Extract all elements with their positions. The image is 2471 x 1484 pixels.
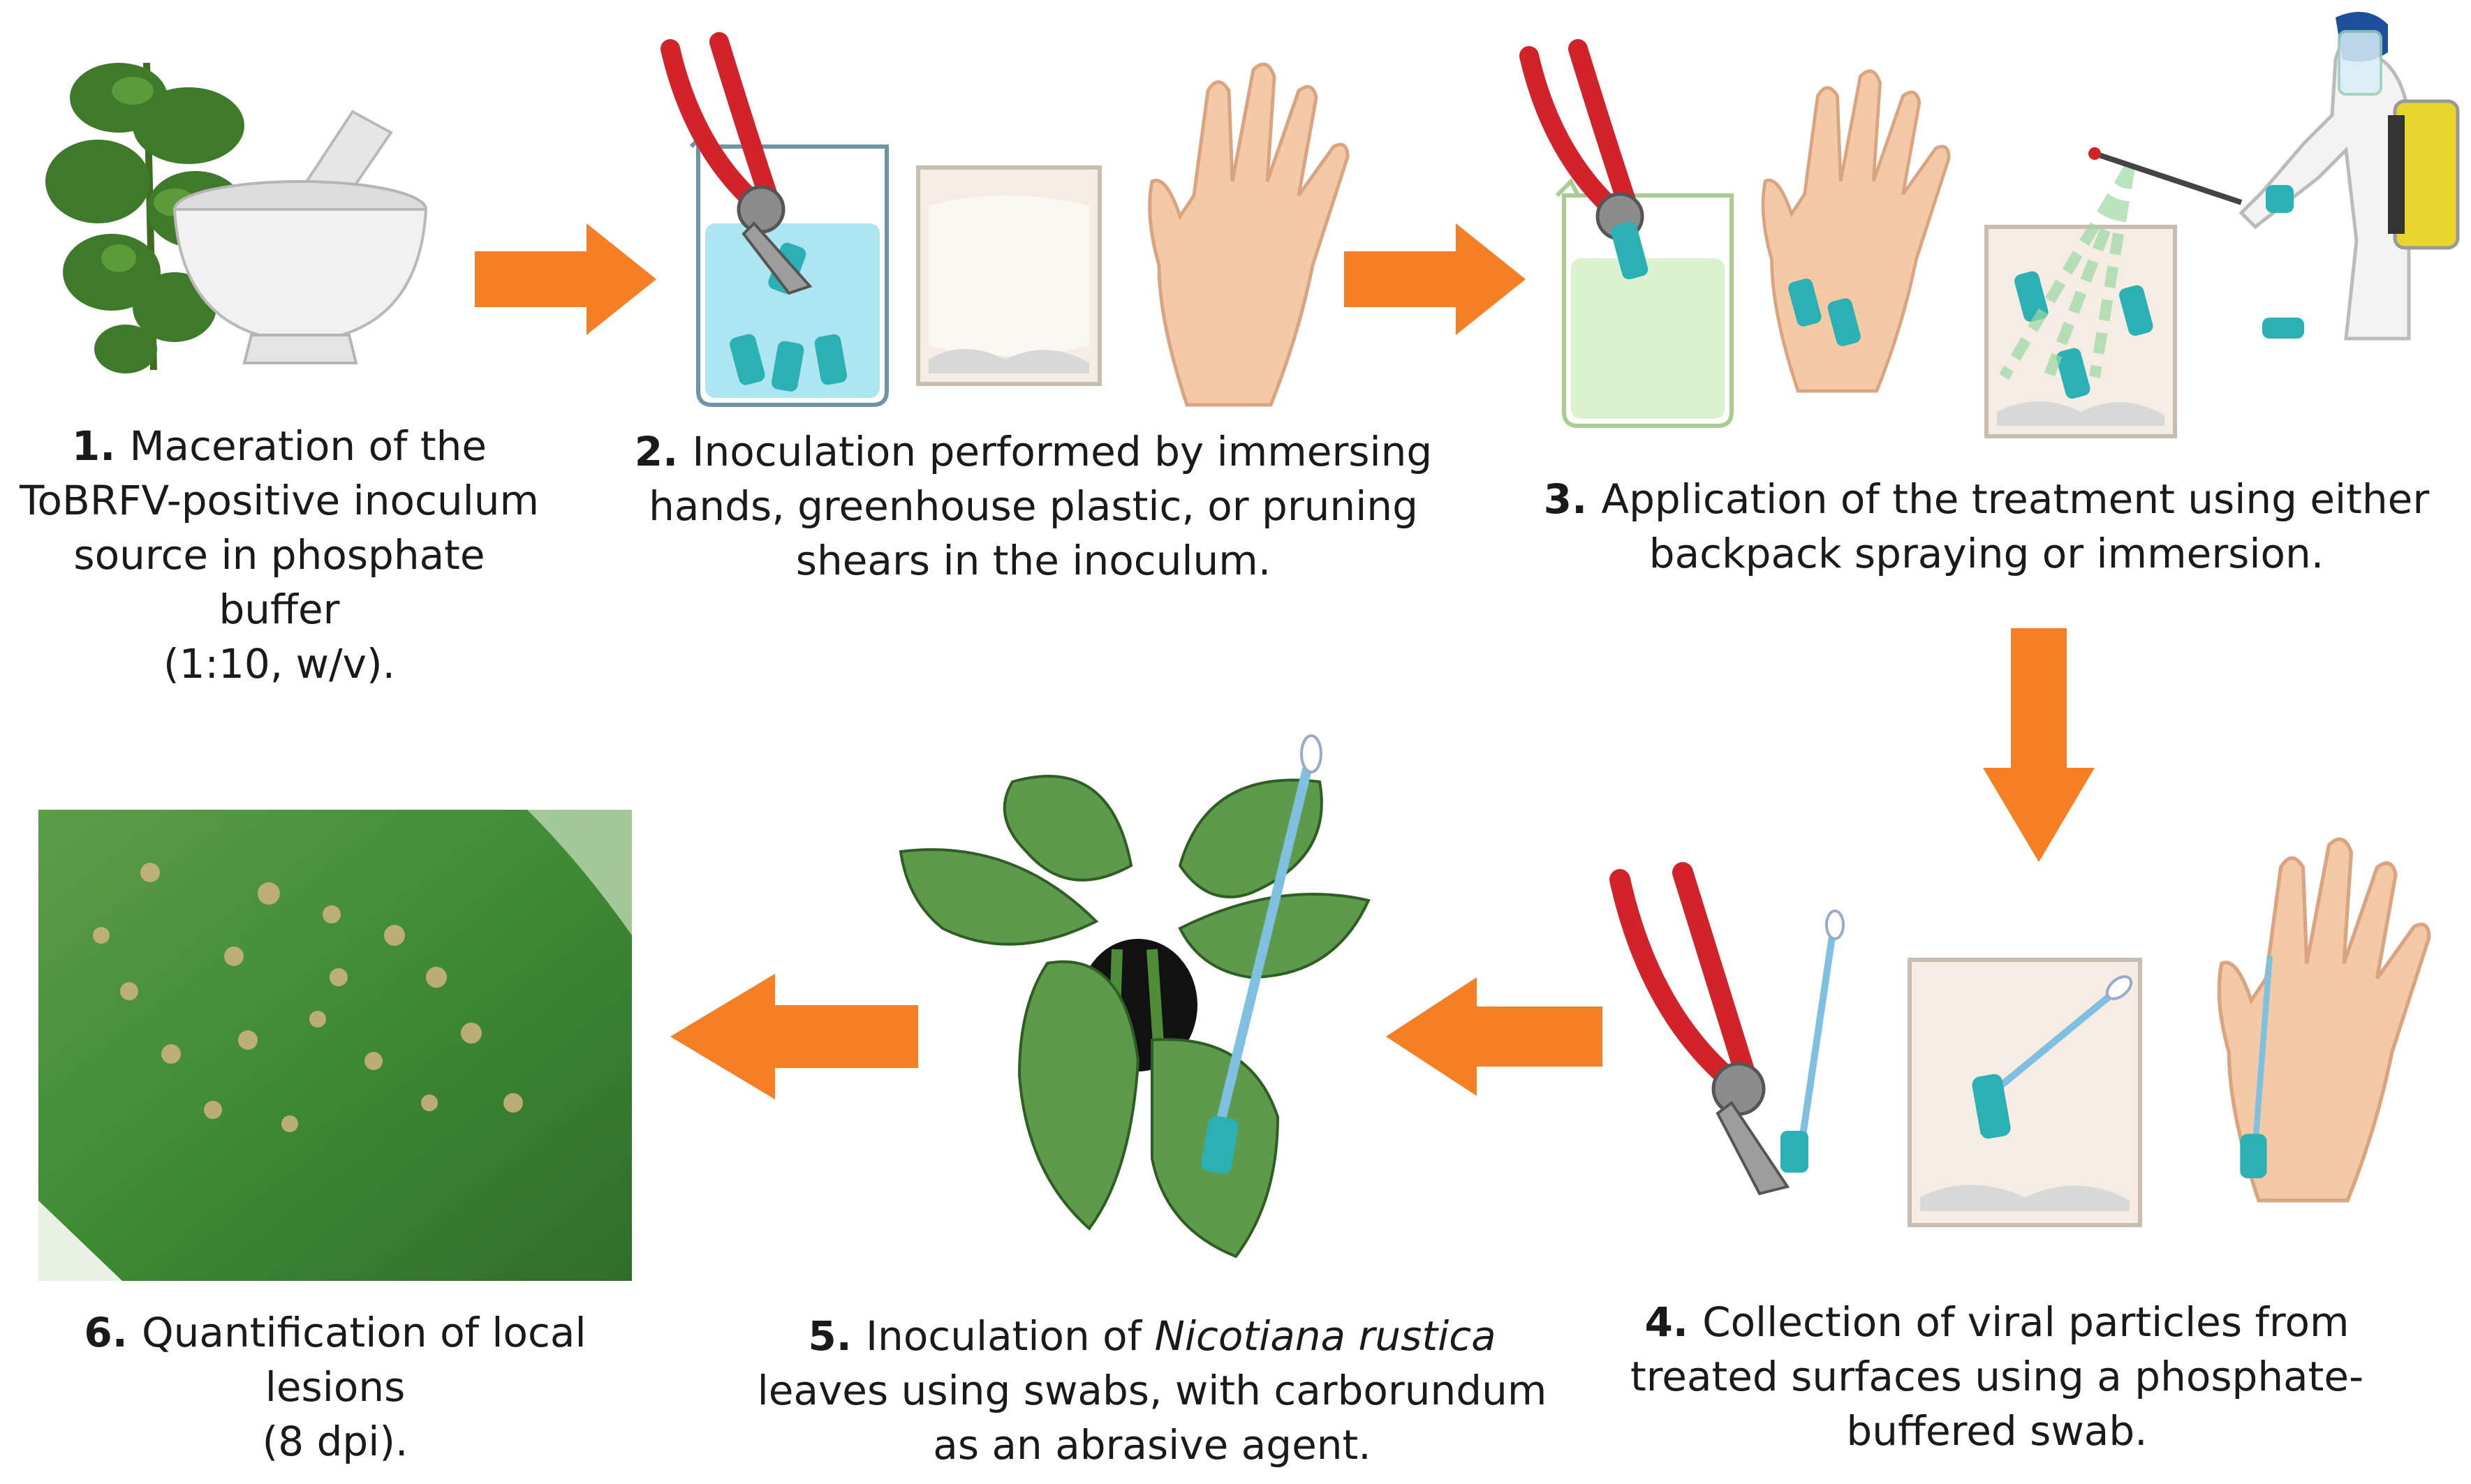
step-1-caption: 1. Maceration of the ToBRFV-positive ino…	[7, 419, 552, 691]
step-number: 4.	[1644, 1298, 1703, 1346]
step-number: 5.	[808, 1312, 866, 1360]
caption-line: (8 dpi).	[262, 1418, 408, 1465]
species-name: Nicotiana rustica	[1154, 1312, 1496, 1360]
pruning-shears-icon	[1609, 862, 1845, 1196]
caption-line: source in phosphate buffer	[73, 531, 485, 633]
step-4-caption: 4. Collection of viral particles from tr…	[1606, 1295, 2388, 1458]
step-3-caption: 3. Application of the treatment using ei…	[1508, 472, 2465, 581]
caption-line: ToBRFV-positive inoculum	[19, 477, 540, 524]
step-6-caption: 6. Quantification of local lesions (8 dp…	[14, 1305, 656, 1469]
caption-line: shears in the inoculum.	[795, 537, 1271, 584]
step-number: 2.	[634, 428, 693, 475]
caption-line: Inoculation performed by immersing	[692, 428, 1433, 475]
arrow-step5-to-step6	[670, 974, 918, 1099]
step-5-caption: 5. Inoculation of Nicotiana rustica leav…	[740, 1309, 1564, 1472]
hand-icon	[1148, 62, 1350, 407]
hand-icon	[1761, 69, 1951, 393]
plastic-bag-icon	[916, 165, 1102, 386]
pruning-shears-icon	[661, 32, 813, 295]
caption-line: Collection of viral particles from	[1702, 1298, 2350, 1346]
step-2-caption: 2. Inoculation performed by immersing ha…	[614, 424, 1452, 588]
leaf-lesions-photo	[38, 810, 632, 1281]
step-number: 6.	[84, 1309, 142, 1356]
beaker-green-icon	[1555, 177, 1734, 428]
arrow-step1-to-step2	[475, 223, 656, 335]
spray-mist	[1999, 164, 2135, 386]
mortar-and-pestle-icon	[172, 110, 428, 364]
caption-line: backpack spraying or immersion.	[1648, 530, 2324, 577]
caption-line: hands, greenhouse plastic, or pruning	[649, 482, 1418, 530]
arrow-step2-to-step3	[1344, 223, 1526, 335]
caption-line: (1:10, w/v).	[163, 640, 396, 688]
caption-line: leaves using swabs, with carborundum	[757, 1367, 1547, 1414]
caption-line: Application of the treatment using eithe…	[1601, 475, 2430, 523]
plastic-bag-icon	[1984, 225, 2177, 438]
backpack-sprayer-worker-icon	[2088, 12, 2460, 341]
beaker-icon	[689, 128, 889, 407]
step-number: 1.	[71, 422, 130, 470]
caption-line: treated surfaces using a phosphate-	[1630, 1353, 2364, 1400]
caption-line: Inoculation of	[865, 1312, 1155, 1360]
caption-line: Maceration of the	[129, 422, 487, 470]
arrow-step4-to-step5	[1386, 977, 1602, 1096]
caption-line: Quantification of local lesions	[142, 1309, 587, 1411]
hand-icon	[2217, 837, 2431, 1203]
potted-plant-icon	[899, 734, 1371, 1259]
pruning-shears-icon	[1519, 39, 1648, 280]
caption-line: buffered swab.	[1846, 1407, 2148, 1455]
plastic-bag-icon	[1908, 958, 2142, 1227]
arrow-step3-to-step4	[1983, 628, 2095, 862]
caption-line: as an abrasive agent.	[933, 1421, 1371, 1469]
step-number: 3.	[1543, 475, 1602, 523]
